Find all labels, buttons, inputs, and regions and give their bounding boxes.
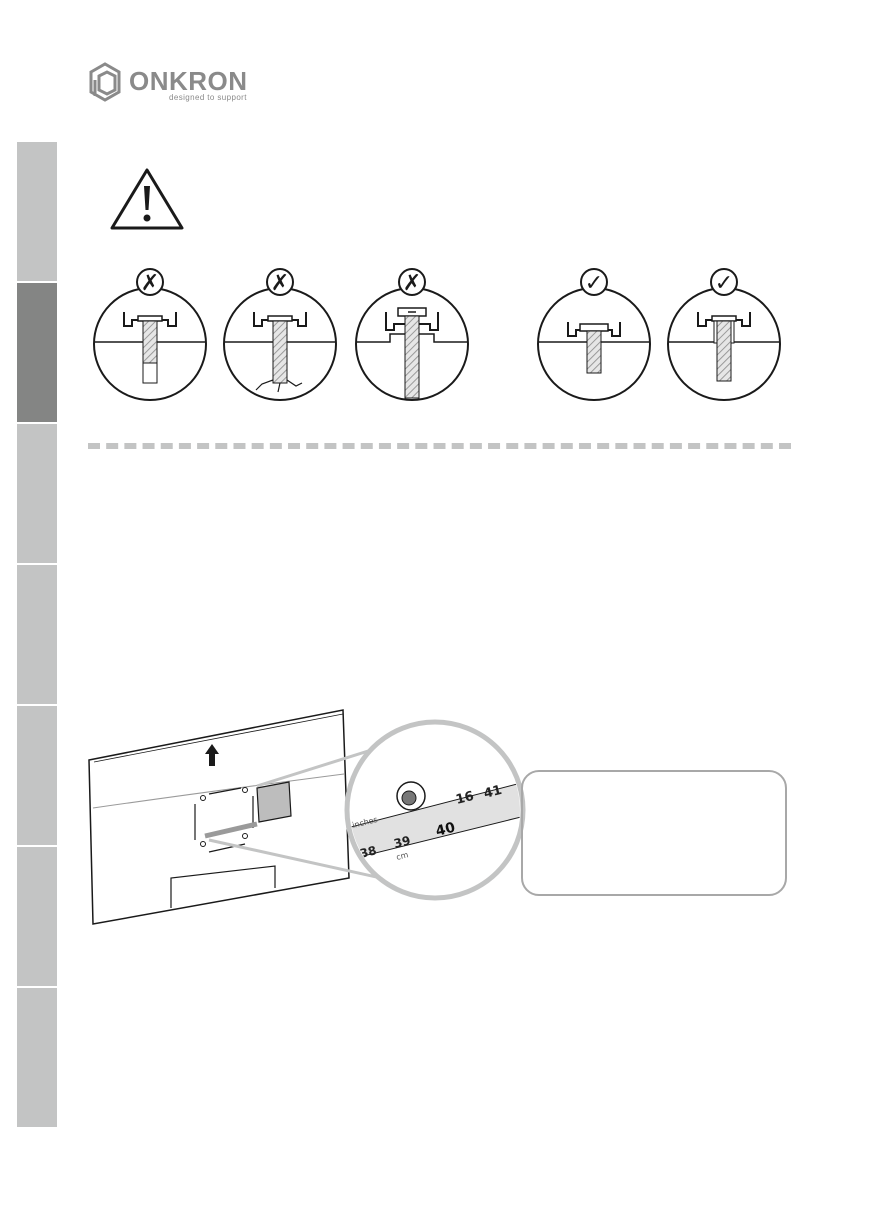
bolt-figure-correct-spacer: ✓ bbox=[662, 268, 786, 404]
tape-cm-tick: 39 bbox=[392, 833, 412, 851]
bolt-figure-too-long: ✗ bbox=[218, 268, 342, 404]
brand-tagline: designed to support bbox=[169, 93, 247, 102]
tape-inch-tick: 41 bbox=[482, 783, 503, 802]
vesa-measurement-illustration: inches cm 16 41 38 39 40 bbox=[88, 709, 526, 925]
section-tab-4[interactable] bbox=[17, 565, 57, 704]
section-divider bbox=[88, 443, 791, 449]
bolt-figure-loose: ✗ bbox=[350, 268, 474, 404]
tape-cm-tick: 40 bbox=[434, 820, 457, 840]
verdict-mark: ✗ bbox=[141, 271, 159, 296]
bolt-diagram: ✓ bbox=[667, 268, 781, 401]
tape-inch-tick: 16 bbox=[454, 789, 475, 808]
section-tab-2-active[interactable] bbox=[17, 283, 57, 422]
section-tab-5[interactable] bbox=[17, 706, 57, 845]
verdict-mark: ✓ bbox=[585, 271, 603, 296]
bolt-figure-correct: ✓ bbox=[532, 268, 656, 404]
onkron-logo-icon bbox=[89, 62, 121, 102]
verdict-mark: ✗ bbox=[271, 271, 289, 296]
brand-logo: ONKRON designed to support bbox=[85, 60, 255, 108]
section-tab-1[interactable] bbox=[17, 142, 57, 281]
section-tab-6[interactable] bbox=[17, 847, 57, 986]
note-box bbox=[521, 770, 787, 896]
bolt-diagram: ✗ bbox=[93, 268, 207, 401]
section-tab-7[interactable] bbox=[17, 988, 57, 1127]
bolt-figure-too-short: ✗ bbox=[88, 268, 212, 404]
brand-name: ONKRON bbox=[129, 66, 248, 96]
bolt-diagram: ✗ bbox=[223, 268, 337, 401]
bolt-length-figures: ✗ ✗ bbox=[88, 268, 788, 408]
section-tab-3[interactable] bbox=[17, 424, 57, 563]
verdict-mark: ✓ bbox=[715, 271, 733, 296]
bolt-diagram: ✓ bbox=[537, 268, 651, 401]
section-tabs bbox=[17, 142, 57, 1129]
warning-triangle-icon bbox=[110, 168, 184, 230]
tape-cm-label: cm bbox=[395, 850, 409, 862]
bolt-diagram: ✗ bbox=[355, 268, 469, 401]
verdict-mark: ✗ bbox=[403, 271, 421, 296]
